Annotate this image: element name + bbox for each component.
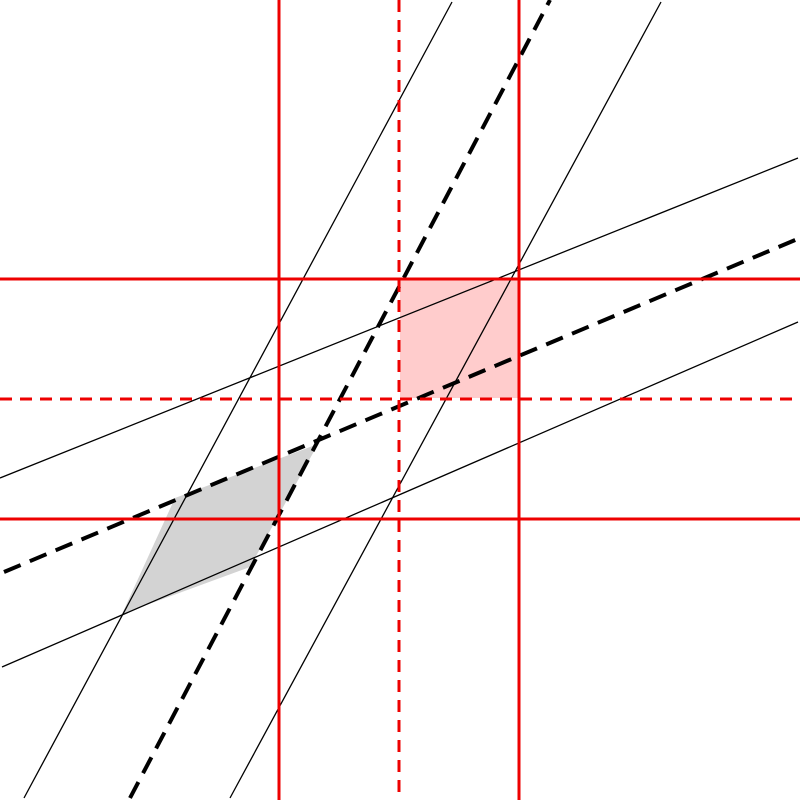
gray-parallelogram-region: [122, 444, 318, 614]
black-shallow-line-top: [0, 157, 799, 479]
regions-layer: [122, 278, 518, 614]
black-shallow-line-center: [3, 236, 800, 574]
red-square-region: [400, 278, 518, 398]
black-steep-line-left: [23, 1, 453, 799]
black-shallow-line-bottom: [1, 321, 799, 668]
